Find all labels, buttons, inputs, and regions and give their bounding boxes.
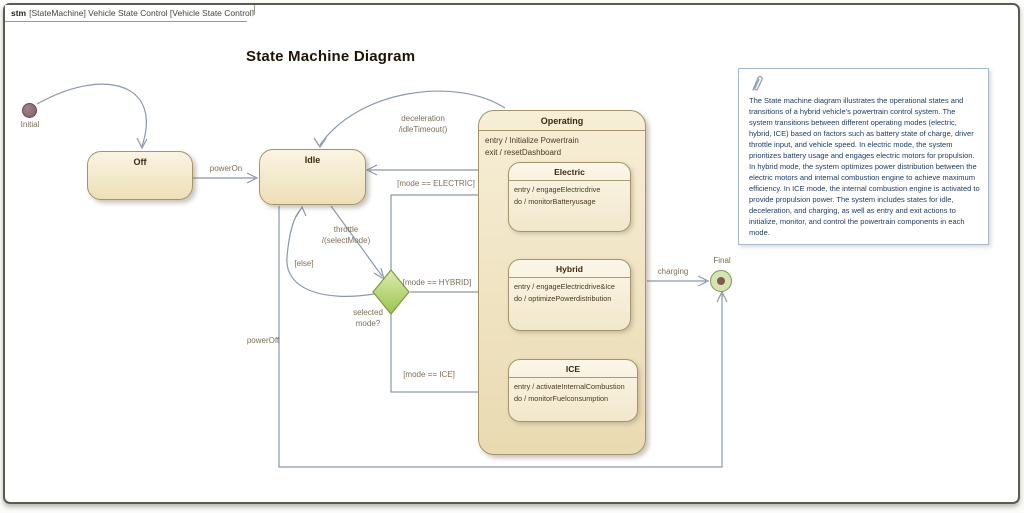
transition-label-ice-guard: [mode == ICE] <box>403 370 455 379</box>
ice-do-action: do / monitorFuelconsumption <box>514 393 609 403</box>
state-electric[interactable]: Electric entry / engageElectricdrive do … <box>508 162 631 232</box>
transition-label-else: [else] <box>294 259 314 268</box>
diagram-title: State Machine Diagram <box>246 48 416 65</box>
state-off[interactable]: Off <box>87 151 193 200</box>
transition-label-charging: charging <box>657 267 689 276</box>
note-box[interactable]: The State machine diagram illustrates th… <box>738 68 989 245</box>
frame-tab-label: [StateMachine] Vehicle State Control [Ve… <box>29 8 255 18</box>
paperclip-icon <box>752 75 763 91</box>
operating-entry-action: entry / Initialize Powertrain <box>485 136 579 145</box>
state-hybrid[interactable]: Hybrid entry / engageElectricdrive&Ice d… <box>508 259 631 331</box>
state-hybrid-name: Hybrid <box>556 264 583 274</box>
state-off-name: Off <box>133 157 147 167</box>
transition-label-deceleration: deceleration /idleTimeout() <box>398 114 448 134</box>
ice-entry-action: entry / activateInternalCombustion <box>514 382 625 391</box>
note-text: The State machine diagram illustrates th… <box>749 96 980 237</box>
final-state-label: Final <box>713 256 731 265</box>
transition-label-electric-guard: [mode == ELECTRIC] <box>397 179 475 188</box>
operating-exit-action: exit / resetDashboard <box>485 148 562 157</box>
choice-label: selected mode? <box>353 308 383 328</box>
transition-label-hybrid-guard: [mode == HYBRID] <box>402 278 472 287</box>
final-state-node[interactable] <box>710 270 732 292</box>
transition-label-poweron: powerOn <box>209 164 243 173</box>
frame-tab: stm[StateMachine] Vehicle State Control … <box>5 5 255 22</box>
transition-label-throttle: throttle /(selectMode) <box>321 225 371 245</box>
initial-state-node[interactable] <box>22 103 37 118</box>
electric-do-action: do / monitorBatteryusage <box>514 196 596 206</box>
transition-label-poweroff: powerOff <box>246 336 280 345</box>
frame-tab-keyword: stm <box>11 8 27 18</box>
hybrid-entry-action: entry / engageElectricdrive&Ice <box>514 282 615 291</box>
state-idle[interactable]: Idle <box>259 149 366 205</box>
initial-state-label: Initial <box>20 120 40 129</box>
electric-entry-action: entry / engageElectricdrive <box>514 185 601 194</box>
state-ice-name: ICE <box>565 364 581 374</box>
state-operating-name: Operating <box>540 116 584 126</box>
state-idle-name: Idle <box>304 155 321 165</box>
state-electric-name: Electric <box>554 167 585 177</box>
state-ice[interactable]: ICE entry / activateInternalCombustion d… <box>508 359 638 422</box>
final-state-dot <box>717 277 725 285</box>
hybrid-do-action: do / optimizePowerdistribution <box>514 293 612 303</box>
